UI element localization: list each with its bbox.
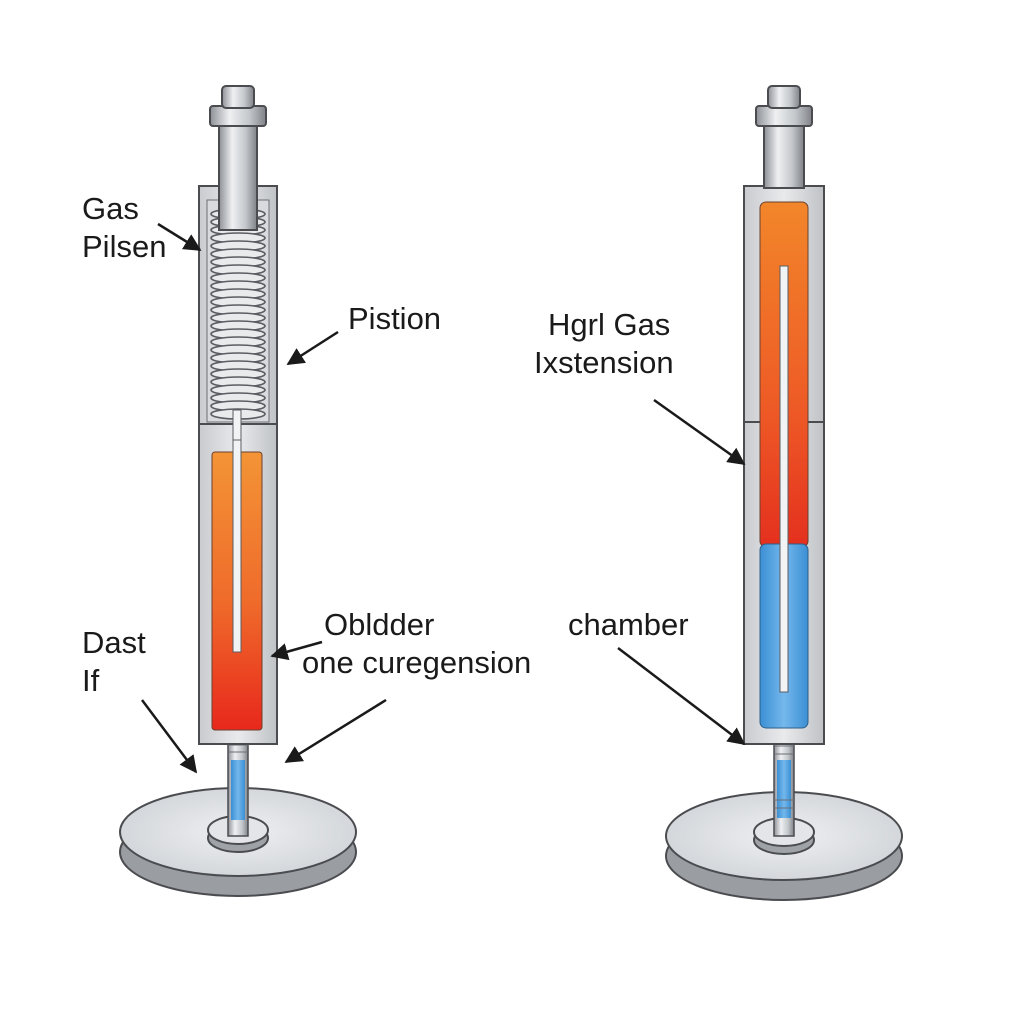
left-spring xyxy=(210,208,266,441)
label-hgrl-gas: Hgrl Gas Ixstension xyxy=(534,306,674,382)
right-lower-rod xyxy=(773,737,795,837)
label-dast-if: Dast If xyxy=(82,624,146,700)
arrow-hgrl-gas xyxy=(653,398,746,466)
label-gas-pilsen-line1: Gas xyxy=(82,191,139,226)
label-chamber: chamber xyxy=(568,606,689,644)
left-lower-cylinder xyxy=(198,423,278,745)
label-gas-pilsen-line2: Pilsen xyxy=(82,228,167,264)
label-pistion: Pistion xyxy=(348,300,441,338)
right-strut xyxy=(665,85,903,901)
label-dast-if-line1: Dast xyxy=(82,625,146,660)
label-obldder-line2: one curegension xyxy=(302,644,532,680)
left-lower-rod xyxy=(227,731,249,837)
left-strut xyxy=(119,85,357,897)
arrow-obldder xyxy=(270,640,323,661)
left-top-shaft xyxy=(209,85,267,231)
label-chamber-text: chamber xyxy=(568,607,689,642)
arrow-pistion xyxy=(286,330,339,366)
right-cylinder xyxy=(743,185,825,745)
arrow-curegension xyxy=(284,698,387,764)
label-gas-pilsen: Gas Pilsen xyxy=(82,190,166,266)
arrow-dast-if xyxy=(141,699,198,774)
label-obldder: Obldder one curegension xyxy=(302,606,531,682)
arrow-chamber xyxy=(617,647,746,746)
arrow-gas-pilsen xyxy=(157,222,202,252)
piston-rod xyxy=(232,409,242,441)
label-pistion-text: Pistion xyxy=(348,301,442,336)
label-dast-if-line2: If xyxy=(82,662,100,698)
label-hgrl-gas-line1: Hgrl Gas xyxy=(548,307,671,342)
right-top-shaft xyxy=(755,85,813,189)
label-hgrl-gas-line2: Ixstension xyxy=(534,344,674,380)
callout-arrows xyxy=(141,222,746,774)
label-obldder-line1: Obldder xyxy=(324,607,435,642)
